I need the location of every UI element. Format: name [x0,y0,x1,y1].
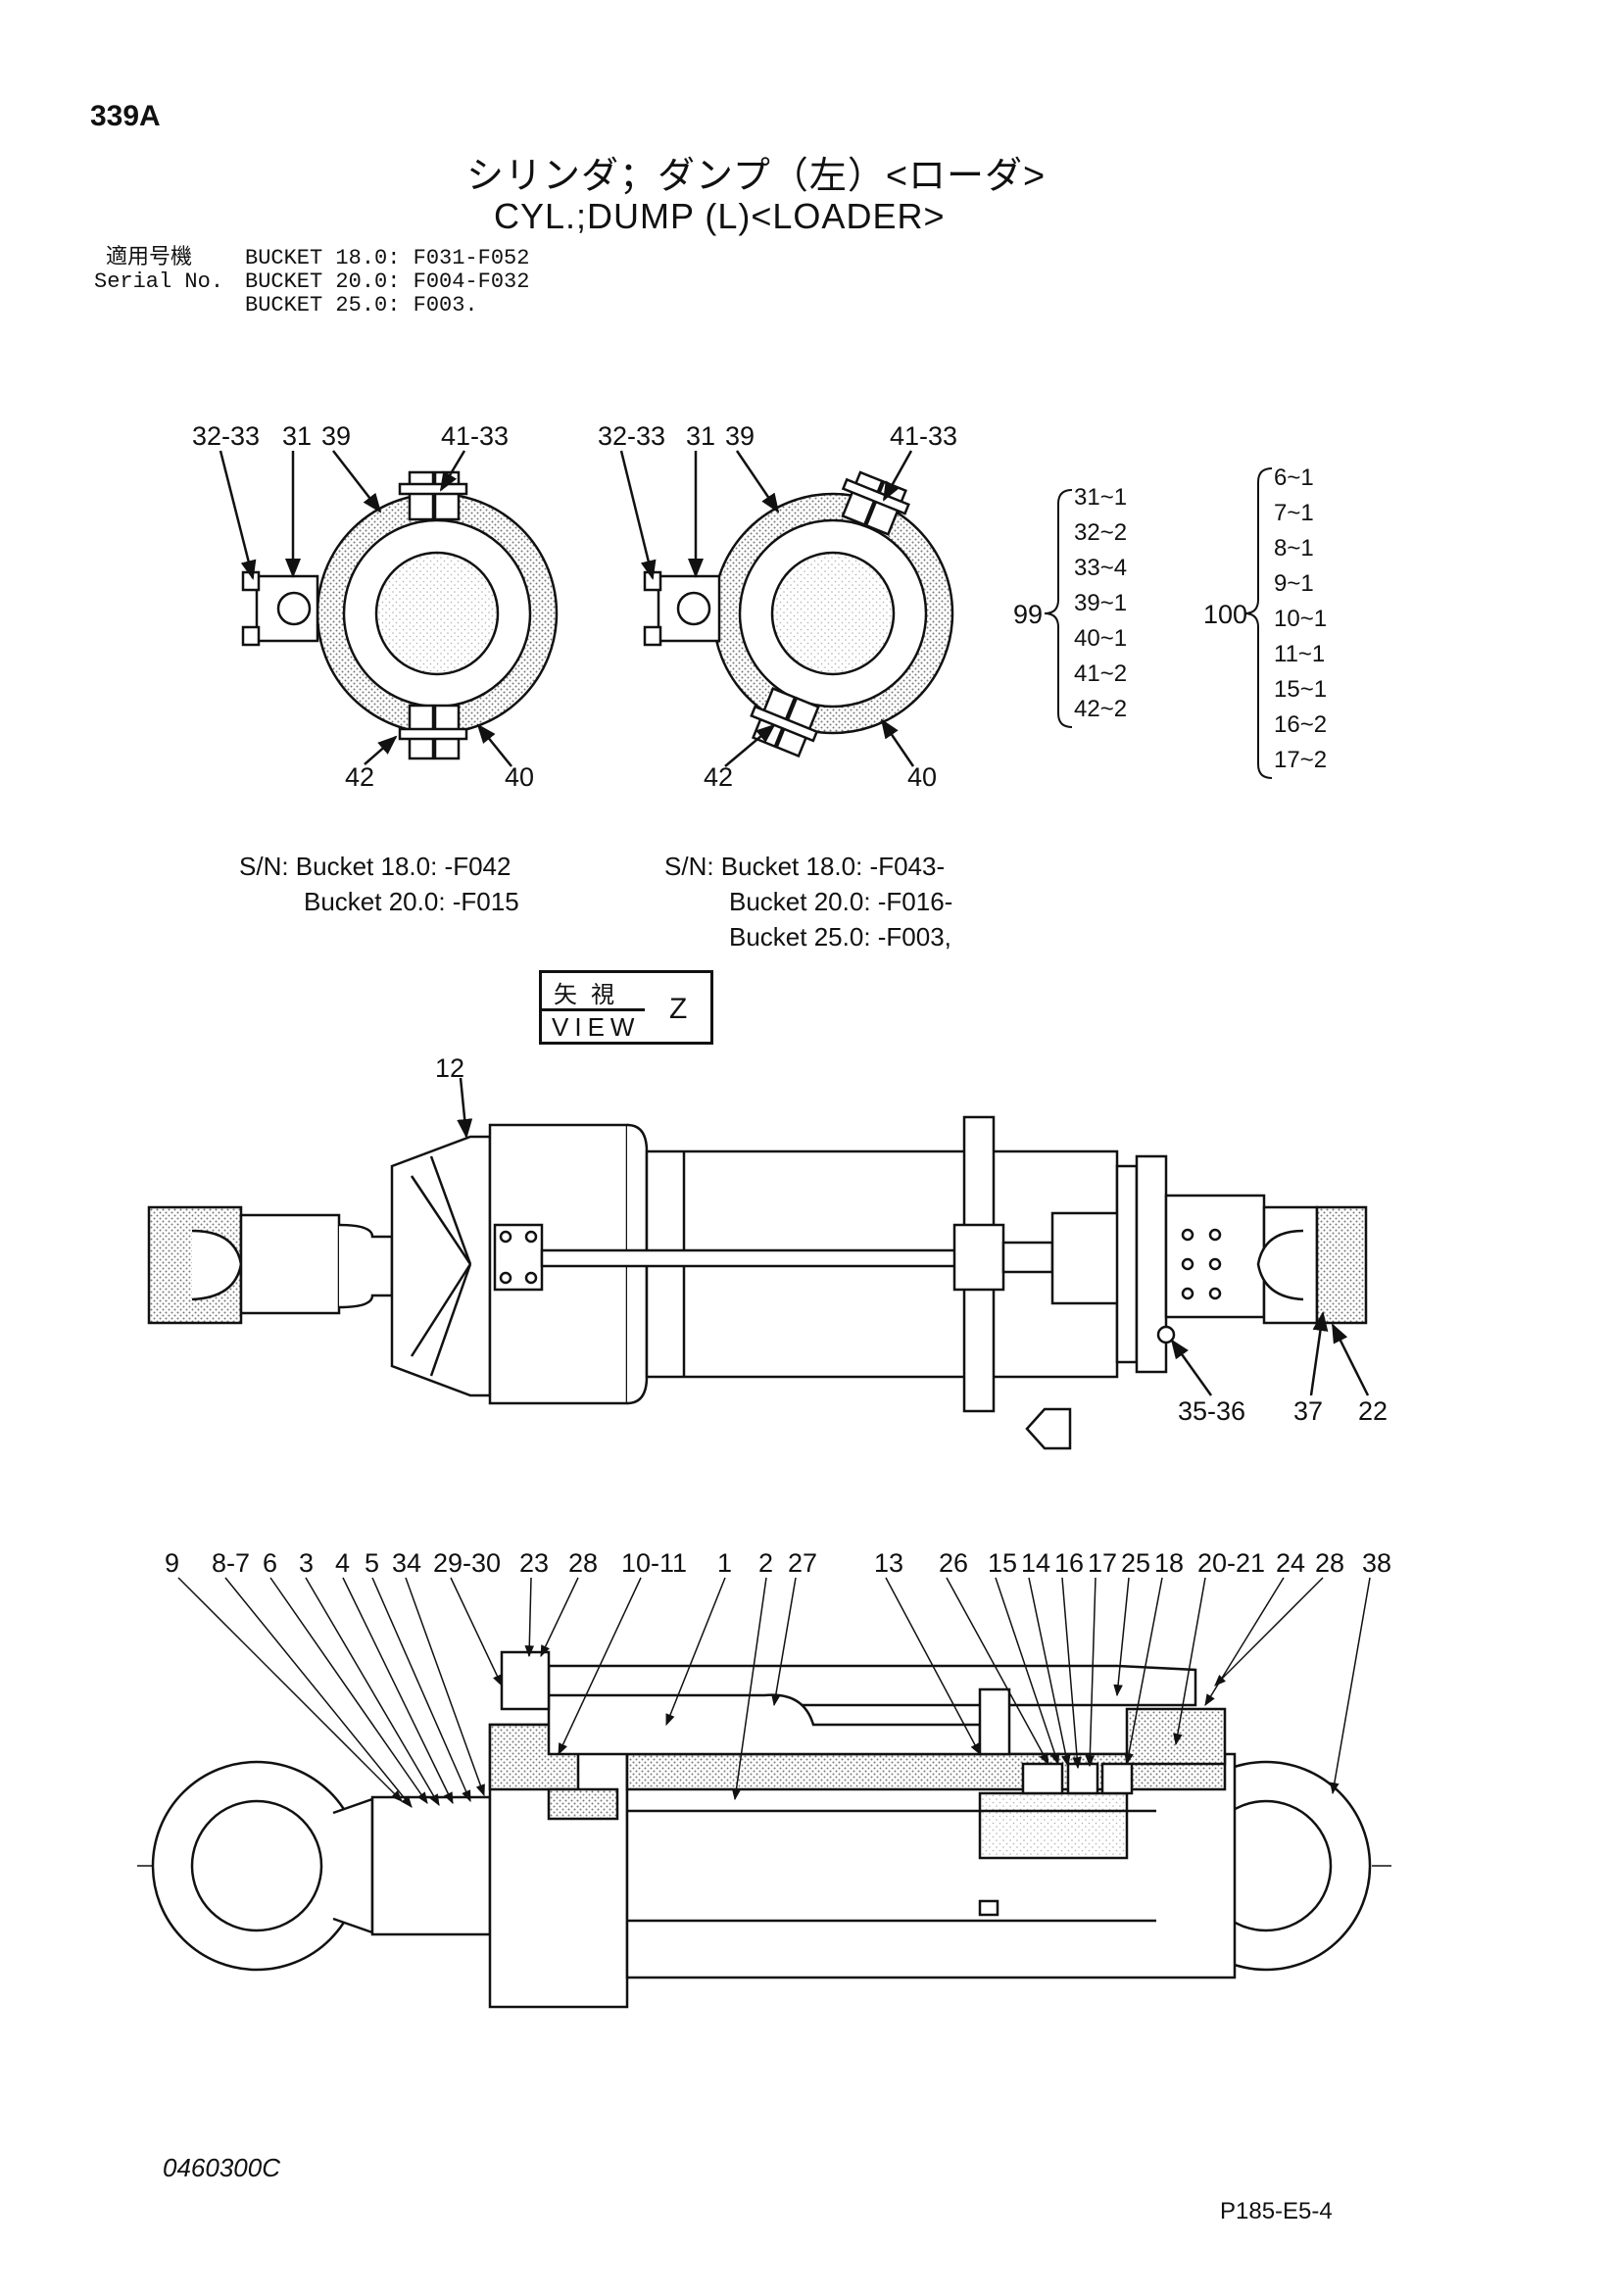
kit-item: 7~1 [1274,500,1314,526]
sn-note: Bucket 20.0: -F016- [729,887,953,916]
callout: 28 [568,1548,599,1578]
title-english: CYL.;DUMP (L)<LOADER> [494,196,946,236]
kit-item: 9~1 [1274,570,1314,597]
callout: 42 [704,762,734,792]
serial-label-en: Serial No. [94,269,224,294]
callout: 8-7 [212,1548,251,1578]
view-z-arrow [1025,1407,1072,1450]
callout: 35-36 [1178,1396,1246,1426]
kit-item: 32~2 [1074,519,1128,546]
drawing-code: 0460300C [163,2153,280,2182]
title-japanese: シリンダ；ダンプ（左）<ローダ> [466,156,1047,197]
serial-row: BUCKET 20.0: F004-F032 [245,269,530,294]
kit-item: 31~1 [1074,484,1128,511]
sn-note: Bucket 25.0: -F003, [729,922,951,952]
callout: 26 [939,1548,969,1578]
callout: 37 [1293,1396,1324,1426]
callout: 15 [988,1548,1018,1578]
view-label-en: VIEW [552,1012,641,1042]
kit-item: 8~1 [1274,535,1314,562]
callout: 12 [435,1053,465,1083]
sectional-view [137,1577,1391,2009]
callout: 31 [282,421,313,451]
callout: 41-33 [441,421,510,451]
callout: 18 [1154,1548,1185,1578]
clamp-view-right [619,450,954,767]
callout: 3 [299,1548,315,1578]
callout: 32-33 [192,421,261,451]
serial-row: BUCKET 18.0: F031-F052 [245,246,530,270]
serial-label-jp: 適用号機 [106,246,193,270]
serial-row: BUCKET 25.0: F003. [245,293,478,318]
callout: 17 [1088,1548,1118,1578]
callout: 34 [392,1548,422,1578]
clamp-view-left [219,450,559,767]
kit-item: 39~1 [1074,590,1128,616]
kit-item: 42~2 [1074,696,1128,722]
kit-item: 41~2 [1074,660,1128,687]
callout: 40 [505,762,535,792]
divider [542,1008,645,1011]
callout: 6 [263,1548,278,1578]
kit-item: 11~1 [1274,641,1326,667]
callout: 39 [321,421,352,451]
callout: 25 [1121,1548,1151,1578]
callout: 41-33 [890,421,958,451]
callout: 4 [335,1548,351,1578]
sn-note: S/N: Bucket 18.0: -F042 [239,852,512,881]
callout: 29-30 [433,1548,502,1578]
kit-item: 16~2 [1274,711,1328,738]
callout: 31 [686,421,716,451]
callout: 32-33 [598,421,666,451]
kit-item: 10~1 [1274,606,1328,632]
callout: 2 [758,1548,774,1578]
kit-item: 15~1 [1274,676,1328,703]
kit-100-brace [1243,467,1273,779]
callout: 22 [1358,1396,1389,1426]
page-number: 339A [90,100,161,132]
kit-99-brace [1044,489,1073,728]
callout: 42 [345,762,375,792]
callout: 5 [365,1548,380,1578]
callout: 1 [717,1548,733,1578]
kit-100-label: 100 [1203,600,1248,629]
kit-99-label: 99 [1013,600,1044,629]
view-label-jp: 矢視 [554,982,628,1008]
sn-note: S/N: Bucket 18.0: -F043- [664,852,946,881]
callout: 16 [1054,1548,1085,1578]
kit-item: 6~1 [1274,464,1314,491]
sn-note: Bucket 20.0: -F015 [304,887,519,916]
kit-item: 17~2 [1274,747,1328,773]
callout: 24 [1276,1548,1306,1578]
callout: 27 [788,1548,818,1578]
kit-item: 33~4 [1074,555,1128,581]
kit-item: 40~1 [1074,625,1128,652]
view-letter: Z [669,993,688,1025]
callout: 40 [907,762,938,792]
callout: 23 [519,1548,550,1578]
callout: 13 [874,1548,904,1578]
view-z-drawing [147,1077,1370,1450]
view-z-box: 矢視 VIEW Z [539,970,713,1045]
callout: 10-11 [621,1548,688,1578]
page-reference: P185-E5-4 [1220,2198,1333,2224]
callout: 14 [1021,1548,1051,1578]
callout: 28 [1315,1548,1345,1578]
callout: 38 [1362,1548,1392,1578]
callout: 20-21 [1197,1548,1266,1578]
callout: 39 [725,421,755,451]
callout: 9 [165,1548,180,1578]
